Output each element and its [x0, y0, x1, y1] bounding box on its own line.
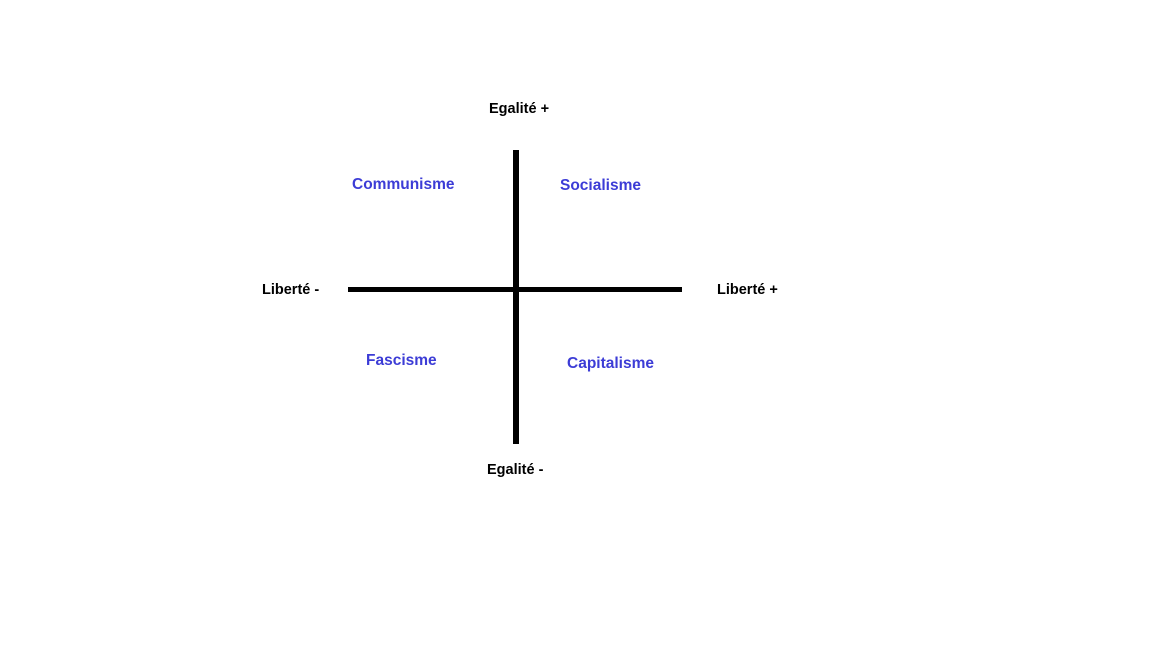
vertical-axis-line	[513, 150, 519, 444]
axis-label-liberte-negative: Liberté -	[262, 282, 320, 298]
axis-label-egalite-negative: Egalité -	[487, 462, 544, 478]
quadrant-label-communisme: Communisme	[352, 176, 455, 193]
axis-label-liberte-positive: Liberté +	[717, 282, 778, 298]
quadrant-label-socialisme: Socialisme	[560, 177, 641, 194]
quadrant-label-capitalisme: Capitalisme	[567, 355, 655, 372]
axis-label-egalite-positive: Egalité +	[489, 101, 550, 117]
quadrant-label-fascisme: Fascisme	[366, 352, 437, 369]
horizontal-axis-line	[348, 287, 682, 292]
